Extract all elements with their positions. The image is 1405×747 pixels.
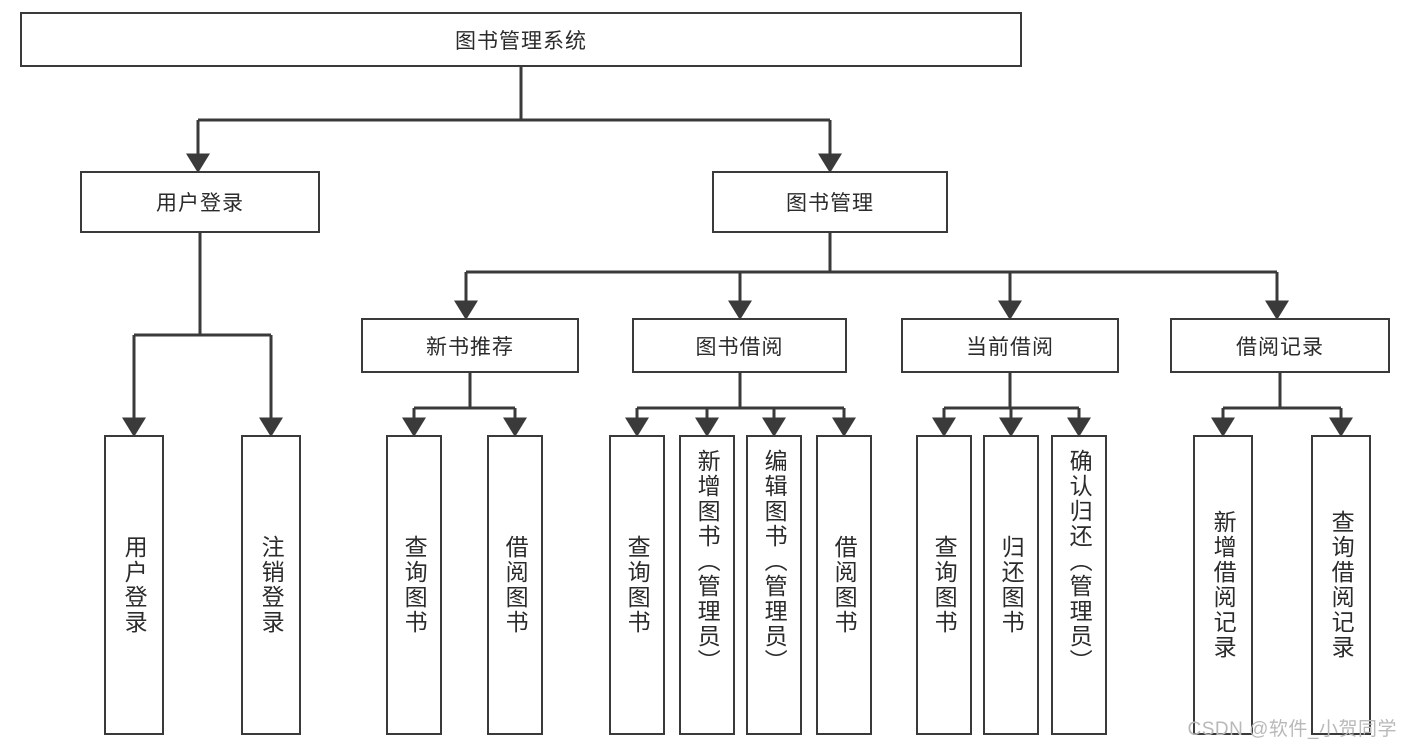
leaf-node[interactable]: 新增借阅记录: [1193, 435, 1253, 735]
leaf-node-label: 确认归还（管理员）: [1066, 449, 1093, 674]
leaf-node-label: 编辑图书（管理员）: [761, 449, 788, 674]
leaf-node-label: 借阅图书: [831, 535, 858, 635]
node-book-borrow[interactable]: 图书借阅: [632, 318, 847, 373]
leaf-node-label: 查询图书: [624, 535, 651, 635]
leaf-node-label: 新增借阅记录: [1210, 510, 1237, 660]
node-user-login[interactable]: 用户登录: [80, 171, 320, 233]
leaf-node[interactable]: 借阅图书: [487, 435, 543, 735]
node-borrow-record[interactable]: 借阅记录: [1170, 318, 1390, 373]
leaf-node-label: 借阅图书: [502, 535, 529, 635]
node-current-borrow-label: 当前借阅: [966, 335, 1054, 359]
leaf-node-label: 归还图书: [998, 535, 1025, 635]
leaf-node[interactable]: 查询借阅记录: [1311, 435, 1371, 735]
leaf-node[interactable]: 新增图书（管理员）: [679, 435, 735, 735]
leaf-node-label: 用户登录: [121, 535, 148, 635]
node-new-book-recommend-label: 新书推荐: [426, 335, 514, 359]
node-current-borrow[interactable]: 当前借阅: [901, 318, 1119, 373]
leaf-node[interactable]: 查询图书: [386, 435, 442, 735]
leaf-node-label: 注销登录: [258, 535, 285, 635]
leaf-node[interactable]: 归还图书: [983, 435, 1039, 735]
leaf-node-label: 查询图书: [401, 535, 428, 635]
node-book-management-label: 图书管理: [786, 192, 874, 215]
leaf-node[interactable]: 用户登录: [104, 435, 164, 735]
leaf-node[interactable]: 查询图书: [609, 435, 665, 735]
leaf-node-label: 新增图书（管理员）: [694, 449, 721, 674]
node-borrow-record-label: 借阅记录: [1236, 335, 1324, 359]
csdn-watermark: CSDN @软件_小贺同学: [1187, 719, 1397, 740]
node-book-borrow-label: 图书借阅: [695, 335, 784, 359]
leaf-node[interactable]: 编辑图书（管理员）: [746, 435, 802, 735]
leaf-node[interactable]: 查询图书: [916, 435, 972, 735]
node-book-management[interactable]: 图书管理: [712, 171, 948, 233]
node-root[interactable]: 图书管理系统: [20, 12, 1022, 67]
leaf-node[interactable]: 注销登录: [241, 435, 301, 735]
node-new-book-recommend[interactable]: 新书推荐: [361, 318, 579, 373]
leaf-node[interactable]: 借阅图书: [816, 435, 872, 735]
leaf-node-label: 查询借阅记录: [1328, 510, 1355, 660]
leaf-node-label: 查询图书: [931, 535, 958, 635]
node-user-login-label: 用户登录: [156, 192, 244, 215]
leaf-node[interactable]: 确认归还（管理员）: [1051, 435, 1107, 735]
node-root-label: 图书管理系统: [455, 29, 587, 53]
